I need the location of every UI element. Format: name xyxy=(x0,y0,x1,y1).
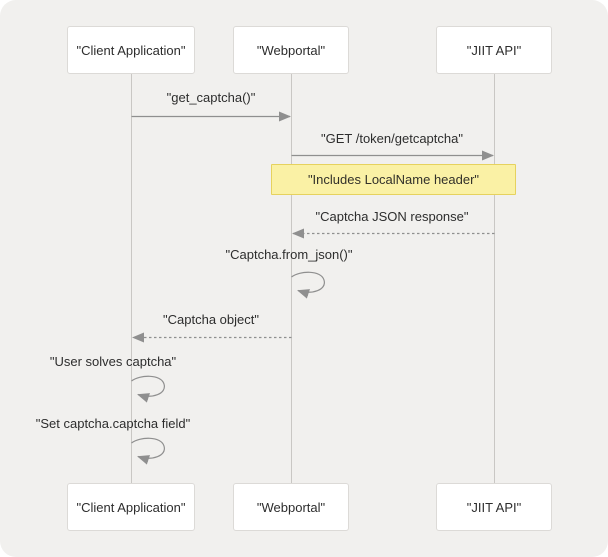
self-loop-captcha-from-json xyxy=(291,271,325,299)
actor-box-webportal-bottom: "Webportal" xyxy=(233,483,349,531)
actor-label: "Client Application" xyxy=(76,499,186,515)
message-label-user-solves-captcha: "User solves captcha" xyxy=(49,354,177,369)
actor-label: "JIIT API" xyxy=(466,499,522,515)
actor-box-webportal-top: "Webportal" xyxy=(233,26,349,74)
message-label-captcha-from-json: "Captcha.from_json()" xyxy=(225,247,353,262)
message-label-captcha-object: "Captcha object" xyxy=(163,312,259,327)
actor-label: "Client Application" xyxy=(76,42,186,58)
actor-box-jiit-api-bottom: "JIIT API" xyxy=(436,483,552,531)
self-loop-set-captcha-field xyxy=(131,437,165,465)
actor-box-client-application-top: "Client Application" xyxy=(67,26,195,74)
actor-box-client-application-bottom: "Client Application" xyxy=(67,483,195,531)
actor-label: "JIIT API" xyxy=(466,42,522,58)
actor-label: "Webportal" xyxy=(256,42,326,58)
actor-box-jiit-api-top: "JIIT API" xyxy=(436,26,552,74)
self-loop-user-solves-captcha xyxy=(131,375,165,403)
actor-label: "Webportal" xyxy=(256,499,326,515)
note-includes-localname-header: "Includes LocalName header" xyxy=(271,164,516,195)
message-label-get-captcha: "get_captcha()" xyxy=(166,90,256,105)
note-label: "Includes LocalName header" xyxy=(307,172,480,187)
message-label-captcha-json-response: "Captcha JSON response" xyxy=(315,209,469,224)
message-label-get-token-getcaptcha: "GET /token/getcaptcha" xyxy=(321,131,463,146)
message-label-set-captcha-field: "Set captcha.captcha field" xyxy=(35,416,191,431)
